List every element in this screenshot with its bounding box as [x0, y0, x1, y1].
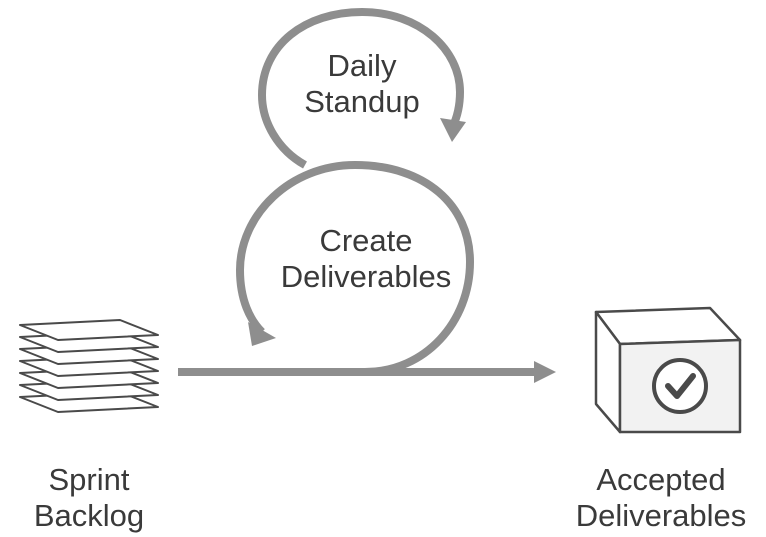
- daily-standup-line2: Standup: [304, 84, 420, 119]
- check-mark: [665, 373, 696, 399]
- accepted-deliverables-label: Accepted Deliverables: [556, 462, 766, 534]
- sprint-backlog-line2: Backlog: [33, 498, 145, 533]
- daily-standup-arrowhead: [440, 118, 466, 142]
- create-deliverables-line2: Deliverables: [280, 259, 452, 294]
- daily-standup-loop: [257, 7, 465, 169]
- create-deliverables-label: Create Deliverables: [256, 223, 476, 295]
- checkmark-box-icon: [594, 306, 742, 434]
- main-flow-arrowhead: [534, 361, 556, 383]
- accepted-deliverables-line1: Accepted: [596, 462, 726, 497]
- daily-standup-line1: Daily: [327, 48, 397, 83]
- create-deliverables-arrowhead: [248, 322, 276, 346]
- create-deliverables-line1: Create: [319, 223, 413, 258]
- accepted-deliverables-line2: Deliverables: [575, 498, 747, 533]
- box-top: [594, 306, 742, 346]
- sprint-backlog-line1: Sprint: [48, 462, 130, 497]
- stacked-pages-icon: [19, 319, 159, 413]
- check-circle: [652, 358, 708, 414]
- create-deliverables-loop: [235, 160, 475, 376]
- daily-standup-label: Daily Standup: [270, 48, 454, 120]
- sprint-backlog-label: Sprint Backlog: [0, 462, 178, 534]
